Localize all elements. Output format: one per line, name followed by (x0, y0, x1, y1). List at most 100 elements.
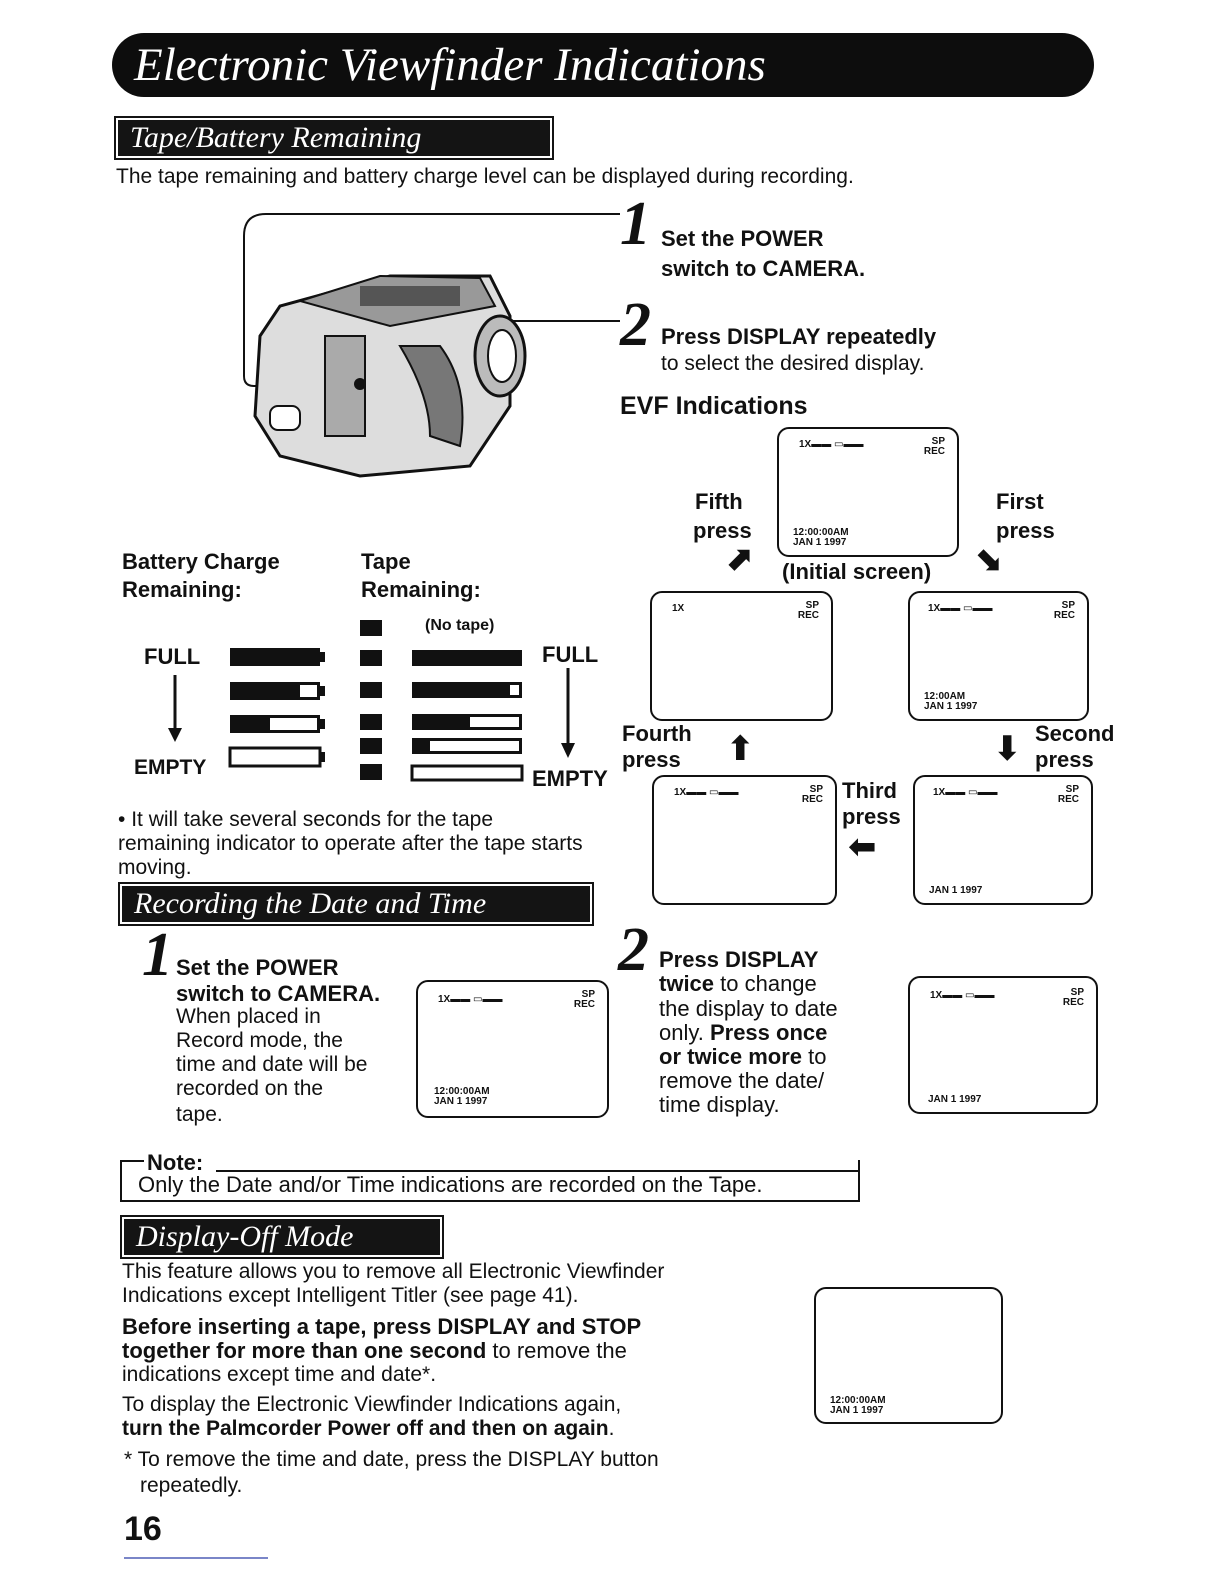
display-off-p2c: to remove the (486, 1338, 627, 1363)
display-off-p3a: To display the Electronic Viewfinder Ind… (122, 1393, 622, 1416)
page-number: 16 (124, 1510, 162, 1548)
first-press-label-2: press (996, 518, 1055, 543)
rec-screen-date-only: 1X▬▬ ▭▬▬ SP REC JAN 1 1997 (908, 976, 1098, 1114)
evf-heading: EVF Indications (620, 392, 808, 420)
arrow-left-icon: ⬅ (848, 828, 877, 866)
evf-screen-third: 1X▬▬ ▭▬▬ SP REC (652, 775, 837, 905)
battery-empty-label: EMPTY (134, 756, 207, 779)
screen-indicators: 1X▬▬ ▭▬▬ (930, 990, 995, 1001)
display-off-p3b: turn the Palmcorder Power off and then o… (122, 1417, 609, 1440)
screen-date: JAN 1 1997 (793, 537, 847, 548)
screen-date: JAN 1 1997 (929, 885, 983, 896)
rec-step2-twice: twice (659, 971, 715, 996)
screen-indicators: 1X▬▬ ▭▬▬ (438, 994, 503, 1005)
screen-sp: SP (805, 600, 819, 611)
rec-step2-line2-text: to change (714, 971, 817, 996)
rec-step1-line1: Set the POWER (176, 955, 339, 980)
screen-sp: SP (809, 784, 823, 795)
rec-step2-line7: time display. (659, 1092, 780, 1117)
display-off-screen: 12:00:00AM JAN 1 1997 (814, 1287, 1003, 1424)
third-press-label-2: press (842, 804, 901, 829)
screen-sp: SP (1070, 987, 1084, 998)
step1-line1: Set the POWER (661, 226, 824, 251)
screen-rec: REC (1057, 794, 1079, 805)
screen-indicators: 1X▬▬ ▭▬▬ (928, 603, 993, 614)
screen-date: JAN 1 1997 (924, 701, 978, 712)
display-off-p2d: indications except time and date*. (122, 1363, 437, 1386)
tape-empty-label: EMPTY (532, 766, 608, 791)
screen-sp: SP (581, 989, 595, 1000)
evf-screen-second: 1X▬▬ ▭▬▬ SP REC JAN 1 1997 (913, 775, 1093, 905)
bullet-text: It will take several seconds for the tap… (118, 808, 583, 879)
evf-screen-fourth: 1X SP REC (650, 591, 833, 721)
rec-step1-body-1: When placed in (176, 1005, 321, 1028)
tape-arrow-icon (561, 668, 575, 758)
note-text: Only the Date and/or Time indications ar… (138, 1172, 763, 1197)
display-off-p2b: together for more than one second (122, 1338, 487, 1363)
battery-heading-1: Battery Charge (122, 549, 280, 574)
third-press-label-1: Third (842, 778, 897, 803)
screen-rec: REC (1053, 610, 1075, 621)
step2-text: to select the desired display. (661, 352, 925, 375)
bullet-note: • It will take several seconds for the t… (118, 808, 583, 879)
rec-step2-line1: Press DISPLAY (659, 947, 819, 972)
screen-sp: SP (1061, 600, 1075, 611)
tape-heading-1: Tape (361, 549, 411, 574)
fourth-press-label-2: press (622, 747, 681, 772)
rec-step2-line4-text: only. (659, 1020, 710, 1045)
first-press-label-1: First (996, 489, 1044, 514)
section-heading-recording: Recording the Date and Time (118, 882, 594, 926)
second-press-label-1: Second (1035, 721, 1115, 746)
tape-full-label: FULL (542, 642, 599, 667)
rec-step1-body-5: tape. (176, 1103, 223, 1126)
footnote-1: * To remove the time and date, press the… (124, 1448, 659, 1471)
screen-sp: SP (1065, 784, 1079, 795)
rec-step2-twice-more: or twice more (659, 1044, 803, 1069)
screen-indicators: 1X▬▬ ▭▬▬ (674, 787, 739, 798)
note-divider (216, 1170, 860, 1172)
section-heading-display-off: Display-Off Mode (120, 1215, 444, 1259)
initial-screen-label: (Initial screen) (782, 559, 932, 584)
note-label: Note: (147, 1150, 204, 1176)
camcorder-illustration (243, 213, 620, 478)
evf-screen-initial: 1X▬▬ ▭▬▬ SP REC 12:00:00AM JAN 1 1997 (777, 427, 959, 557)
arrow-up-right-icon: ⬆ (715, 536, 763, 584)
screen-time: 12:00:00AM (793, 527, 849, 538)
rec-step2-line5-text: to (802, 1044, 827, 1069)
display-off-p2-line2: together for more than one second to rem… (122, 1339, 627, 1363)
screen-indicators: 1X▬▬ ▭▬▬ (933, 787, 998, 798)
arrow-down-right-icon: ⬇ (966, 538, 1014, 586)
rec-step2-line5: or twice more to (659, 1045, 827, 1069)
tape-heading-2: Remaining: (361, 577, 481, 602)
rec-step2-line2: twice to change (659, 972, 817, 996)
second-press-label-2: press (1035, 747, 1094, 772)
page-title: Electronic Viewfinder Indications (112, 33, 1094, 97)
rec-step2-press-once: Press once (709, 1020, 828, 1045)
screen-rec: REC (801, 794, 823, 805)
rec-step2-line4: only. Press once (659, 1021, 827, 1045)
screen-sp: SP (931, 436, 945, 447)
rec-step1-body-3: time and date will be (176, 1053, 368, 1076)
arrow-up-icon: ⬆ (726, 730, 755, 768)
display-off-p1a: This feature allows you to remove all El… (122, 1260, 665, 1283)
rec-step1-body-2: Record mode, the (176, 1029, 343, 1052)
rec-step1-line2: switch to CAMERA. (176, 981, 381, 1006)
screen-indicators: 1X▬▬ ▭▬▬ (799, 439, 864, 450)
screen-rec: REC (797, 610, 819, 621)
step1-line2: switch to CAMERA. (661, 256, 866, 281)
rec-step2-line6: remove the date/ (659, 1068, 825, 1093)
evf-screen-first: 1X▬▬ ▭▬▬ SP REC 12:00AM JAN 1 1997 (908, 591, 1089, 721)
footnote-2: repeatedly. (140, 1474, 243, 1497)
no-tape-label: (No tape) (425, 617, 495, 634)
rec-screen: 1X▬▬ ▭▬▬ SP REC 12:00:00AM JAN 1 1997 (416, 980, 609, 1118)
rec-step-number-1: 1 (142, 921, 173, 989)
screen-rec: REC (923, 446, 945, 457)
step-number-2: 2 (620, 291, 651, 359)
battery-heading-2: Remaining: (122, 577, 242, 602)
rec-step-number-2: 2 (618, 916, 649, 984)
note-box (120, 1160, 860, 1202)
screen-date: JAN 1 1997 (928, 1094, 982, 1105)
section-heading-tape-battery: Tape/Battery Remaining (114, 116, 554, 160)
arrow-down-icon: ⬇ (993, 730, 1022, 768)
screen-indicators: 1X (672, 603, 685, 614)
